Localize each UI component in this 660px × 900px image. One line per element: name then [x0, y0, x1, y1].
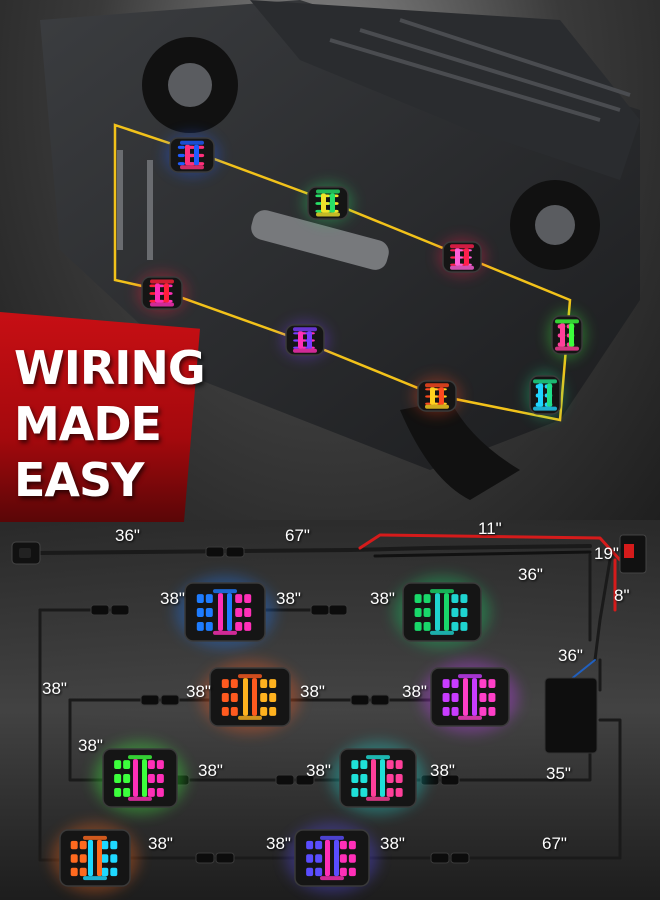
vehicle-light-4: [137, 273, 187, 313]
vehicle-light-1: [164, 133, 220, 177]
pod-5: [94, 742, 186, 814]
battery-connector: [619, 534, 647, 574]
inline-connector: [295, 774, 315, 786]
inline-connector: [328, 604, 348, 616]
label-row1-left-in: 38": [160, 589, 185, 608]
label-row4-mid-out: 38": [380, 834, 405, 853]
inline-connector: [195, 852, 215, 864]
label-row3-left-out: 38": [198, 761, 223, 780]
inline-connector: [160, 694, 180, 706]
pod-7: [51, 823, 139, 893]
inline-connector: [440, 774, 460, 786]
inline-connector: [370, 694, 390, 706]
vehicle-light-7: [548, 311, 586, 359]
pod-3: [200, 661, 300, 733]
label-row1-left-out: 38": [276, 589, 301, 608]
label-controller-side: 36": [558, 646, 583, 665]
label-battery-red: 11": [478, 519, 502, 538]
wiring-harness: [38, 533, 622, 862]
inline-connector: [310, 604, 330, 616]
label-battery-black: 19": [594, 544, 619, 563]
pod-8: [286, 823, 378, 893]
label-row1-right-in: 38": [370, 589, 395, 608]
pod-4: [421, 661, 519, 733]
label-module-output: 35": [546, 764, 571, 783]
label-row3-right-out: 38": [430, 761, 455, 780]
headline: WIRING MADE EASY: [14, 340, 206, 508]
vehicle-light-3: [438, 238, 486, 276]
label-row3-right-in: 38": [306, 761, 331, 780]
inline-connector: [140, 694, 160, 706]
label-loop-left: 38": [42, 679, 67, 698]
pod-6: [330, 742, 426, 814]
vehicle-light-5: [281, 321, 329, 359]
label-controller-lead: 67": [285, 526, 310, 545]
pod-2: [393, 576, 491, 648]
inline-connector: [430, 852, 450, 864]
label-fuse-lead: 8": [614, 586, 630, 605]
vehicle-light-2: [303, 183, 353, 223]
headline-banner-bg: [0, 312, 200, 522]
inline-connector: [275, 774, 295, 786]
label-loop-left-inner: 38": [78, 736, 103, 755]
headline-line-1: WIRING: [14, 341, 206, 395]
inline-connector: [450, 852, 470, 864]
vehicle-light-6: [413, 377, 461, 415]
controller-box: [544, 677, 598, 754]
switch: [11, 541, 41, 565]
inline-connector: [90, 604, 110, 616]
headline-line-3: EASY: [14, 453, 144, 507]
label-row2-right-in: 38": [402, 682, 427, 701]
inline-connector: [110, 604, 130, 616]
inline-connector: [215, 852, 235, 864]
inline-connector: [225, 546, 245, 558]
inline-connector: [205, 546, 225, 558]
inline-connector: [350, 694, 370, 706]
label-return-lead: 67": [542, 834, 567, 853]
label-row2-left-out: 38": [300, 682, 325, 701]
vehicle-light-8: [526, 371, 564, 419]
label-row4-left-out: 38": [148, 834, 173, 853]
label-ground-lead: 36": [518, 565, 543, 584]
label-switch-lead: 36": [115, 526, 140, 545]
label-row2-left-in: 38": [186, 682, 211, 701]
pod-1: [175, 576, 275, 648]
label-row4-mid-in: 38": [266, 834, 291, 853]
headline-line-2: MADE: [14, 397, 162, 451]
